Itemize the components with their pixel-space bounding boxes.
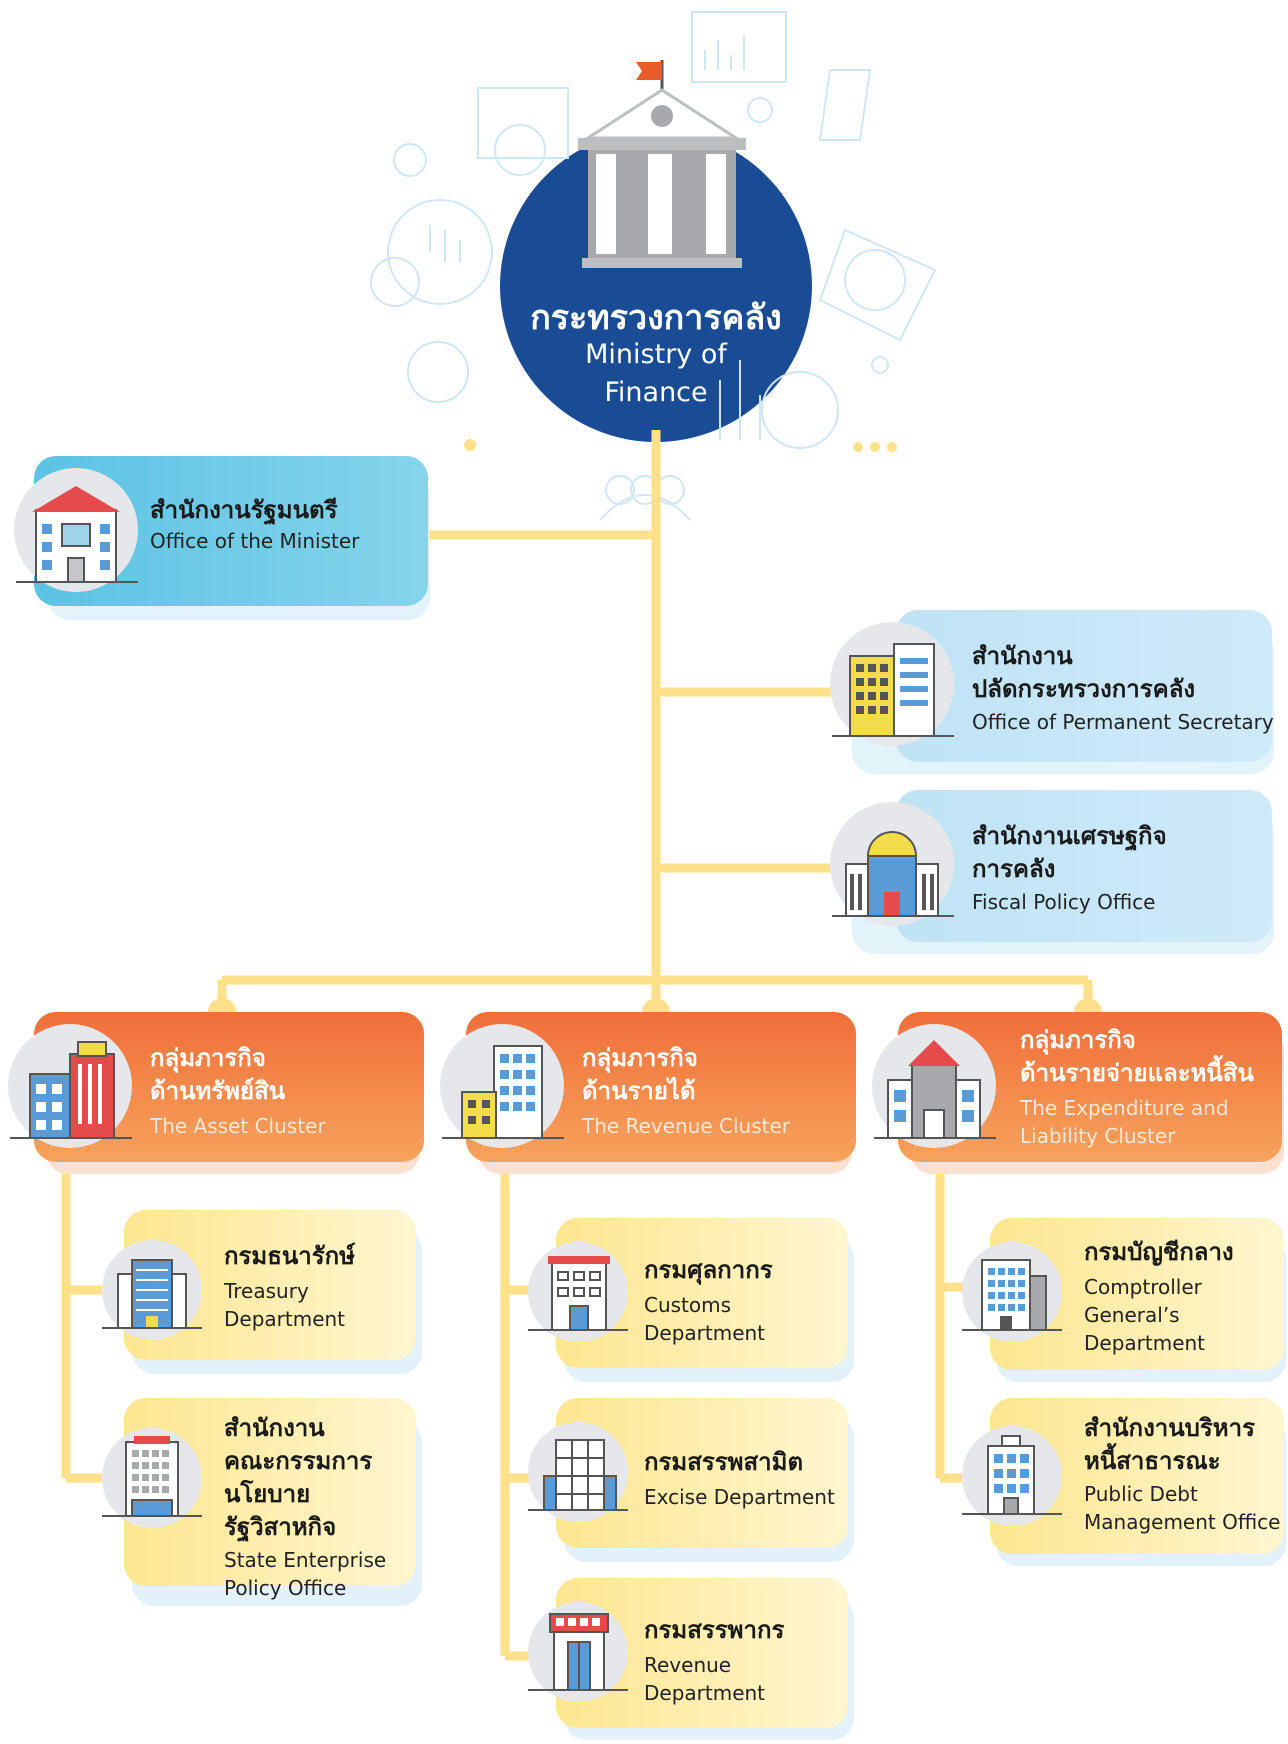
revenue-cluster-building-icon bbox=[440, 1024, 564, 1148]
sepo-eng-line1: State Enterprise bbox=[224, 1548, 387, 1572]
expenditure-cluster-eng-line1: The Expenditure and bbox=[1020, 1096, 1229, 1120]
customs-building-icon bbox=[528, 1242, 628, 1342]
excise-building-icon bbox=[528, 1422, 628, 1522]
expenditure-cluster-thai-line1: กลุ่มภารกิจ bbox=[1020, 1026, 1136, 1054]
pdmo-thai-line1: สำนักงานบริหาร bbox=[1084, 1414, 1255, 1442]
revenue-cluster-node: กลุ่มภารกิจ ด้านรายได้ The Revenue Clust… bbox=[440, 1012, 856, 1174]
pdmo-building-icon bbox=[962, 1426, 1062, 1526]
chart-doodle-icon bbox=[691, 11, 787, 83]
sepo-thai-line2: คณะกรรมการ bbox=[224, 1447, 373, 1475]
comptroller-eng-line2: General’s bbox=[1084, 1303, 1180, 1327]
excise-eng-label: Excise Department bbox=[644, 1485, 835, 1509]
permanent-secretary-thai-line1: สำนักงาน bbox=[972, 642, 1073, 670]
expenditure-cluster-thai-line2: ด้านรายจ่ายและหนี้สิน bbox=[1020, 1059, 1254, 1087]
revenue-dept-eng-line2: Department bbox=[644, 1681, 766, 1705]
revenue-cluster-thai-line1: กลุ่มภารกิจ bbox=[582, 1044, 698, 1072]
asset-cluster-eng-label: The Asset Cluster bbox=[150, 1114, 326, 1138]
comptroller-building-icon bbox=[962, 1242, 1062, 1342]
minister-thai-label: สำนักงานรัฐมนตรี bbox=[150, 496, 338, 524]
revenue-dept-eng-line1: Revenue bbox=[644, 1653, 732, 1677]
customs-eng-line2: Department bbox=[644, 1321, 766, 1345]
treasury-eng-line1: Treasury bbox=[224, 1279, 309, 1303]
coin-doodle-icon bbox=[494, 124, 546, 176]
fiscal-policy-node: สำนักงานเศรษฐกิจ การคลัง Fiscal Policy O… bbox=[830, 790, 1282, 955]
comptroller-eng-line1: Comptroller bbox=[1084, 1275, 1202, 1299]
ministry-thai-title: กระทรวงการคลัง bbox=[530, 298, 782, 338]
pie-doodle-icon bbox=[387, 199, 493, 305]
expenditure-cluster-building-icon bbox=[872, 1024, 996, 1148]
treasury-eng-line2: Department bbox=[224, 1307, 346, 1331]
pdmo-eng-line1: Public Debt bbox=[1084, 1482, 1198, 1506]
revenue-building-icon bbox=[528, 1602, 628, 1702]
minister-eng-label: Office of the Minister bbox=[150, 529, 360, 553]
fiscal-policy-thai-line2: การคลัง bbox=[972, 855, 1056, 883]
revenue-cluster-thai-line2: ด้านรายได้ bbox=[582, 1077, 696, 1105]
comptroller-thai-label: กรมบัญชีกลาง bbox=[1084, 1238, 1234, 1266]
asset-cluster-thai-line1: กลุ่มภารกิจ bbox=[150, 1044, 266, 1072]
pdmo-thai-line2: หนี้สาธารณะ bbox=[1084, 1447, 1221, 1475]
revenue-dept-thai-label: กรมสรรพากร bbox=[644, 1616, 785, 1644]
treasury-department-node: กรมธนารักษ์ Treasury Department bbox=[96, 1210, 422, 1375]
ministry-eng-title: Ministry of Finance bbox=[585, 339, 727, 408]
money-doodle-icon bbox=[818, 228, 937, 342]
comptroller-eng-line3: Department bbox=[1084, 1331, 1206, 1355]
asset-cluster-building-icon bbox=[8, 1024, 132, 1148]
fiscal-policy-thai-line1: สำนักงานเศรษฐกิจ bbox=[972, 822, 1167, 850]
permanent-secretary-eng-label: Office of Permanent Secretary bbox=[972, 710, 1274, 734]
pdmo-eng-line2: Management Office bbox=[1084, 1510, 1281, 1534]
customs-department-node: กรมศุลกากร Customs Department bbox=[528, 1218, 854, 1383]
office-of-minister-node: สำนักงานรัฐมนตรี Office of the Minister bbox=[14, 456, 430, 620]
fiscal-policy-building-icon bbox=[830, 802, 954, 926]
sepo-thai-line1: สำนักงาน bbox=[224, 1414, 325, 1442]
customs-eng-line1: Customs bbox=[644, 1293, 732, 1317]
expenditure-cluster-eng-line2: Liability Cluster bbox=[1020, 1124, 1176, 1148]
asset-cluster-thai-line2: ด้านทรัพย์สิน bbox=[150, 1077, 286, 1105]
fiscal-policy-eng-label: Fiscal Policy Office bbox=[972, 890, 1156, 914]
permanent-secretary-building-icon bbox=[830, 622, 954, 746]
excise-thai-label: กรมสรรพสามิต bbox=[644, 1448, 804, 1476]
sepo-thai-line3: นโยบายรัฐวิสาหกิจ bbox=[224, 1480, 337, 1541]
sepo-building-icon bbox=[102, 1428, 202, 1528]
person-doodle-icon bbox=[818, 69, 872, 141]
pie2-doodle-icon bbox=[761, 371, 839, 449]
expenditure-cluster-node: กลุ่มภารกิจ ด้านรายจ่ายและหนี้สิน The Ex… bbox=[872, 1012, 1284, 1174]
minister-building-icon bbox=[14, 468, 138, 592]
revenue-cluster-eng-label: The Revenue Cluster bbox=[582, 1114, 790, 1138]
pdmo-node: สำนักงานบริหาร หนี้สาธารณะ Public Debt M… bbox=[960, 1398, 1286, 1568]
customs-thai-label: กรมศุลกากร bbox=[644, 1256, 773, 1284]
sepo-eng-line2: Policy Office bbox=[224, 1576, 347, 1600]
monitor-doodle-icon bbox=[477, 87, 569, 159]
permanent-secretary-thai-line2: ปลัดกระทรวงการคลัง bbox=[972, 675, 1196, 703]
treasury-thai-label: กรมธนารักษ์ bbox=[224, 1242, 356, 1270]
permanent-secretary-node: สำนักงาน ปลัดกระทรวงการคลัง Office of Pe… bbox=[830, 610, 1282, 775]
excise-department-node: กรมสรรพสามิต Excise Department bbox=[528, 1398, 854, 1563]
comptroller-department-node: กรมบัญชีกลาง Comptroller General’s Depar… bbox=[960, 1218, 1286, 1383]
treasury-building-icon bbox=[102, 1240, 202, 1340]
asset-cluster-node: กลุ่มภารกิจ ด้านทรัพย์สิน The Asset Clus… bbox=[8, 1012, 424, 1174]
ministry-building-icon bbox=[578, 60, 746, 268]
revenue-department-node: กรมสรรพากร Revenue Department bbox=[528, 1578, 854, 1740]
sepo-node: สำนักงาน คณะกรรมการ นโยบายรัฐวิสาหกิจ St… bbox=[96, 1398, 422, 1608]
